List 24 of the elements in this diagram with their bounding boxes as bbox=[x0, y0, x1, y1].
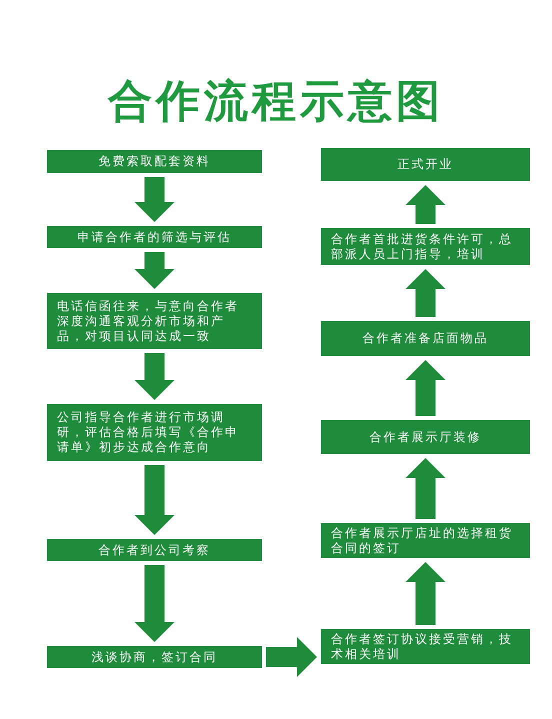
arrow bbox=[134, 177, 174, 222]
arrow bbox=[134, 353, 174, 400]
process-box: 合作者签订协议接受营销，技术相关培训 bbox=[321, 629, 530, 664]
title: 合作流程示意图 bbox=[106, 75, 445, 129]
process-box: 正式开业 bbox=[321, 148, 530, 181]
arrow bbox=[134, 465, 174, 535]
arrow bbox=[406, 269, 446, 317]
process-box: 电话信函往来，与意向合作者深度沟通客观分析市场和产品，对项目认同达成一致 bbox=[47, 293, 262, 349]
arrow bbox=[406, 562, 446, 625]
arrow bbox=[266, 637, 317, 677]
arrow bbox=[406, 185, 446, 224]
process-box: 合作者到公司考察 bbox=[47, 539, 262, 561]
process-box: 合作者首批进货条件许可，总部派人员上门指导，培训 bbox=[321, 228, 530, 265]
process-box: 申请合作者的筛选与评估 bbox=[47, 226, 262, 248]
arrow bbox=[406, 360, 446, 416]
process-box: 合作者展示厅店址的选择租货合同的签订 bbox=[321, 523, 530, 558]
process-box: 浅谈协商，签订合同 bbox=[47, 646, 262, 668]
process-box: 合作者展示厅装修 bbox=[321, 420, 530, 454]
process-box: 公司指导合作者进行市场调研，评估合格后填写《合作申请单》初步达成合作意向 bbox=[47, 404, 262, 461]
process-box: 免费索取配套资料 bbox=[47, 150, 262, 173]
arrow bbox=[134, 565, 174, 642]
arrow bbox=[406, 458, 446, 519]
arrow bbox=[134, 252, 174, 289]
process-box: 合作者准备店面物品 bbox=[321, 321, 530, 356]
